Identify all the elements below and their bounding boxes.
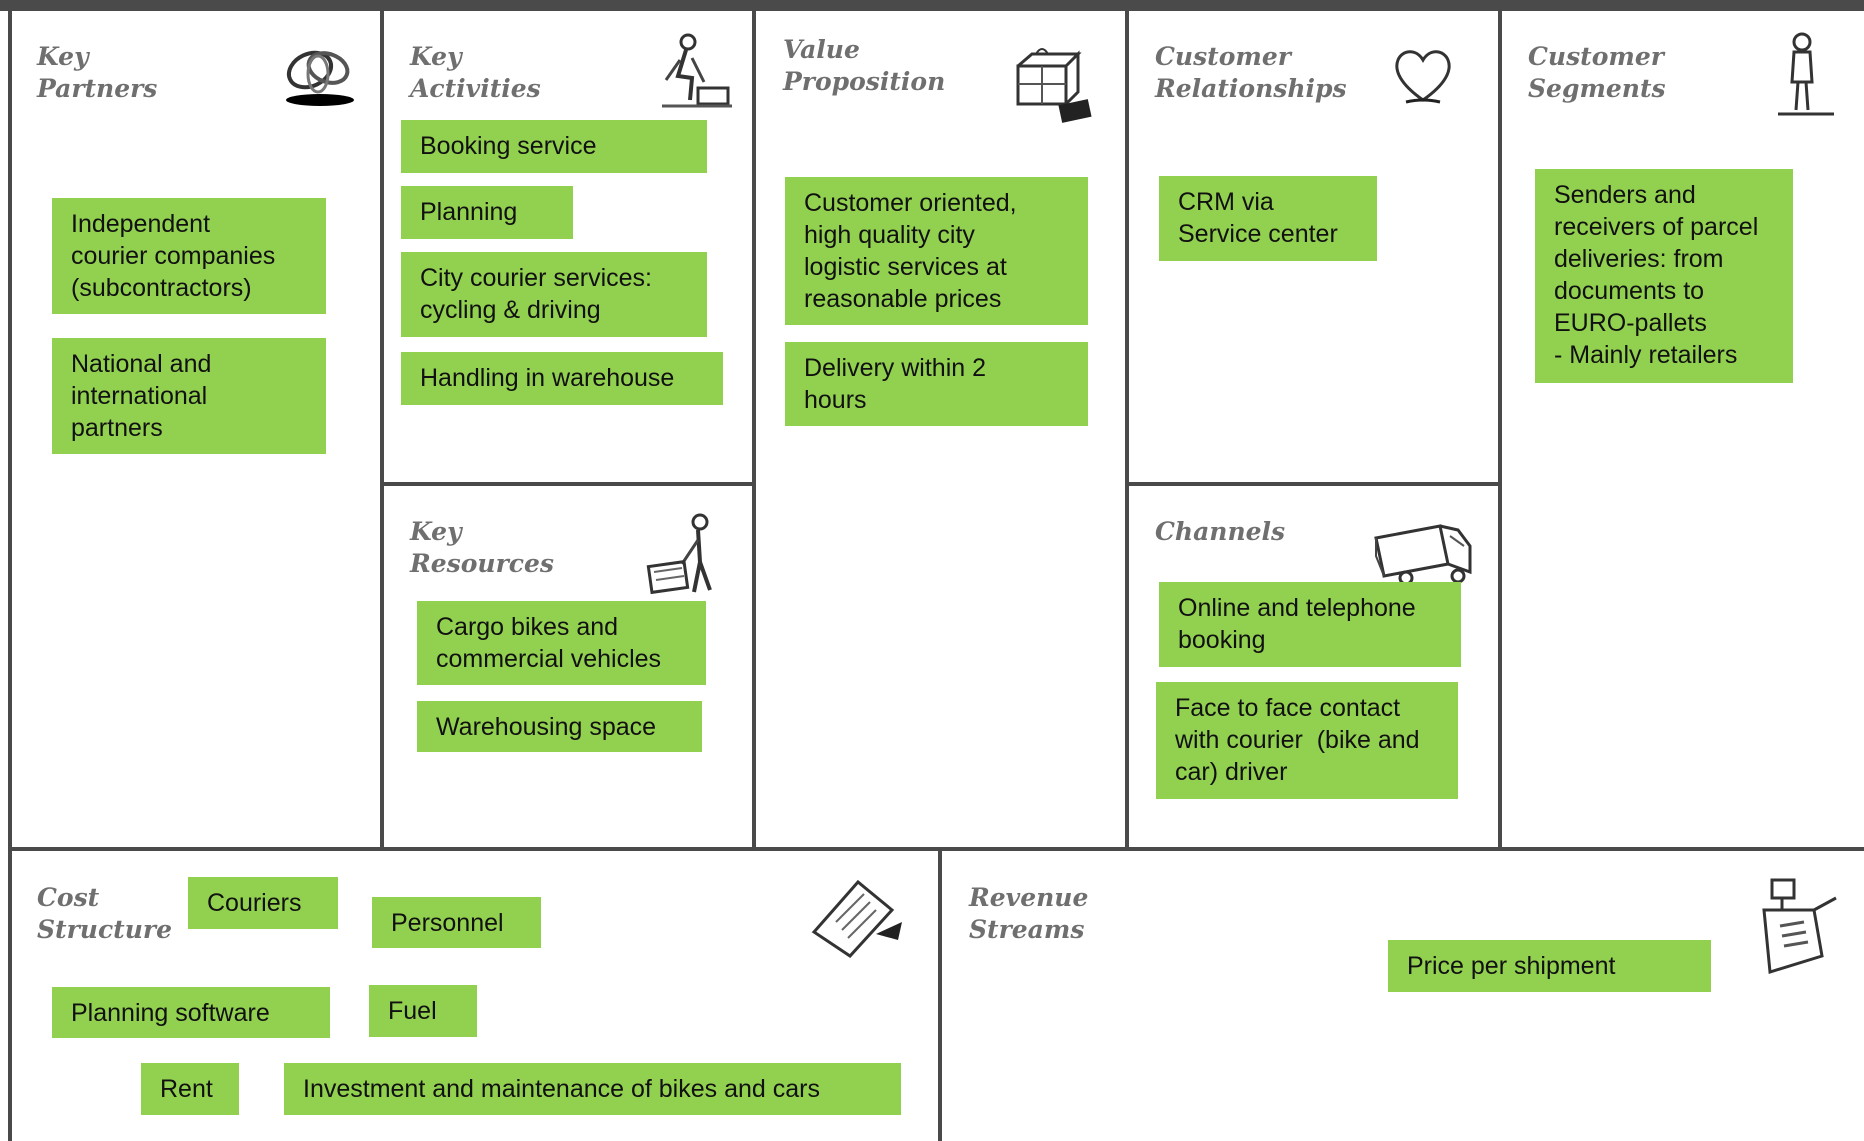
value-proposition-title: Value Proposition: [783, 35, 946, 96]
price-tag-icon: [811, 879, 902, 958]
key-partners-title: Key Partners: [37, 42, 158, 103]
person-icon: [1778, 32, 1834, 116]
note-investment-maintenance: Investment and maintenance of bikes and …: [284, 1063, 901, 1115]
note-online-telephone-booking: Online and telephone booking: [1159, 582, 1461, 667]
note-couriers: Couriers: [188, 877, 338, 929]
note-city-courier-services: City courier services: cycling & driving: [401, 252, 707, 337]
note-personnel: Personnel: [372, 897, 541, 948]
revenue-streams-title: Revenue Streams: [969, 883, 1089, 944]
note-price-per-shipment: Price per shipment: [1388, 940, 1711, 992]
key-activities-title: Key Activities: [410, 42, 541, 103]
cash-register-icon: [1762, 878, 1837, 974]
note-crm-service-center: CRM via Service center: [1159, 176, 1377, 261]
customer-segments-title: Customer Segments: [1528, 42, 1666, 103]
delivery-truck-icon: [1374, 524, 1472, 586]
note-rent: Rent: [141, 1063, 239, 1115]
note-warehousing-space: Warehousing space: [417, 701, 702, 752]
divider-activities-resources: [380, 482, 756, 486]
note-planning: Planning: [401, 186, 573, 239]
note-delivery-2-hours: Delivery within 2 hours: [785, 342, 1088, 426]
note-face-to-face-contact: Face to face contact with courier (bike …: [1156, 682, 1458, 799]
top-border: [0, 0, 1864, 11]
note-independent-couriers: Independent courier companies (subcontra…: [52, 198, 326, 314]
customer-relationships-title: Customer Relationships: [1155, 42, 1347, 103]
divider-cost-revenue: [938, 847, 942, 1141]
divider-relationships-segments: [1498, 0, 1502, 850]
note-planning-software: Planning software: [52, 987, 330, 1038]
left-border: [8, 0, 12, 1141]
divider-partners-activities: [380, 0, 384, 850]
divider-activities-value: [752, 0, 756, 850]
note-customer-oriented-services: Customer oriented, high quality city log…: [785, 177, 1088, 325]
heart-icon: [1395, 50, 1451, 104]
worker-with-crate-icon: [646, 513, 712, 595]
channels-title: Channels: [1155, 517, 1286, 546]
note-cargo-bikes-vehicles: Cargo bikes and commercial vehicles: [417, 601, 706, 685]
gift-package-icon: [1016, 48, 1092, 123]
divider-relationships-channels: [1125, 482, 1502, 486]
chain-links-icon: [286, 50, 354, 106]
divider-top-bottom: [8, 847, 1864, 851]
divider-value-relationships: [1125, 0, 1129, 850]
note-senders-receivers: Senders and receivers of parcel deliveri…: [1535, 169, 1793, 383]
cost-structure-title: Cost Structure: [37, 883, 172, 944]
worker-icon: [662, 33, 732, 108]
note-fuel: Fuel: [369, 985, 477, 1037]
note-handling-warehouse: Handling in warehouse: [401, 352, 723, 405]
note-booking-service: Booking service: [401, 120, 707, 173]
key-resources-title: Key Resources: [410, 517, 554, 578]
note-national-international-partners: National and international partners: [52, 338, 326, 454]
